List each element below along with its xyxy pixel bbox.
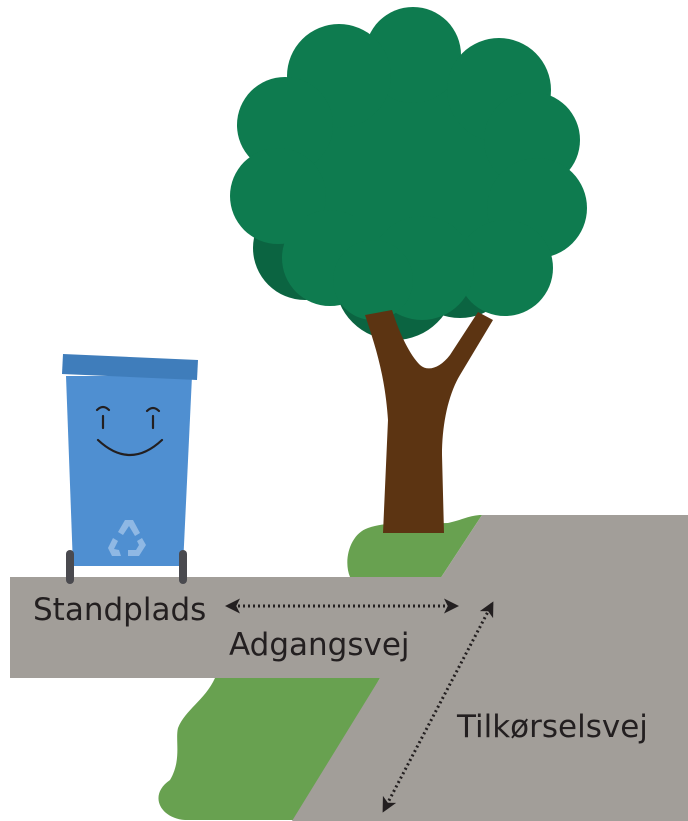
bin-body [66, 376, 192, 566]
label-tilkorselsvej: Tilkørselsvej [456, 709, 648, 745]
bin-wheel-left [66, 550, 74, 584]
tree-trunk [365, 310, 493, 533]
bin-wheel-right [179, 550, 187, 584]
grass-bottom [158, 678, 380, 820]
grass-area [158, 515, 482, 820]
tree-icon [230, 7, 587, 533]
label-adgangsvej: Adgangsvej [229, 627, 410, 663]
grass-top [347, 515, 482, 579]
recycling-bin-icon [62, 354, 198, 584]
bin-lid [62, 354, 198, 380]
label-standplads: Standplads [33, 592, 206, 628]
recycle-icon [108, 520, 146, 556]
tree-foliage [230, 7, 587, 340]
bin-face [95, 405, 164, 456]
access-path [10, 577, 442, 678]
tilkorselsvej-arrow [382, 601, 494, 813]
